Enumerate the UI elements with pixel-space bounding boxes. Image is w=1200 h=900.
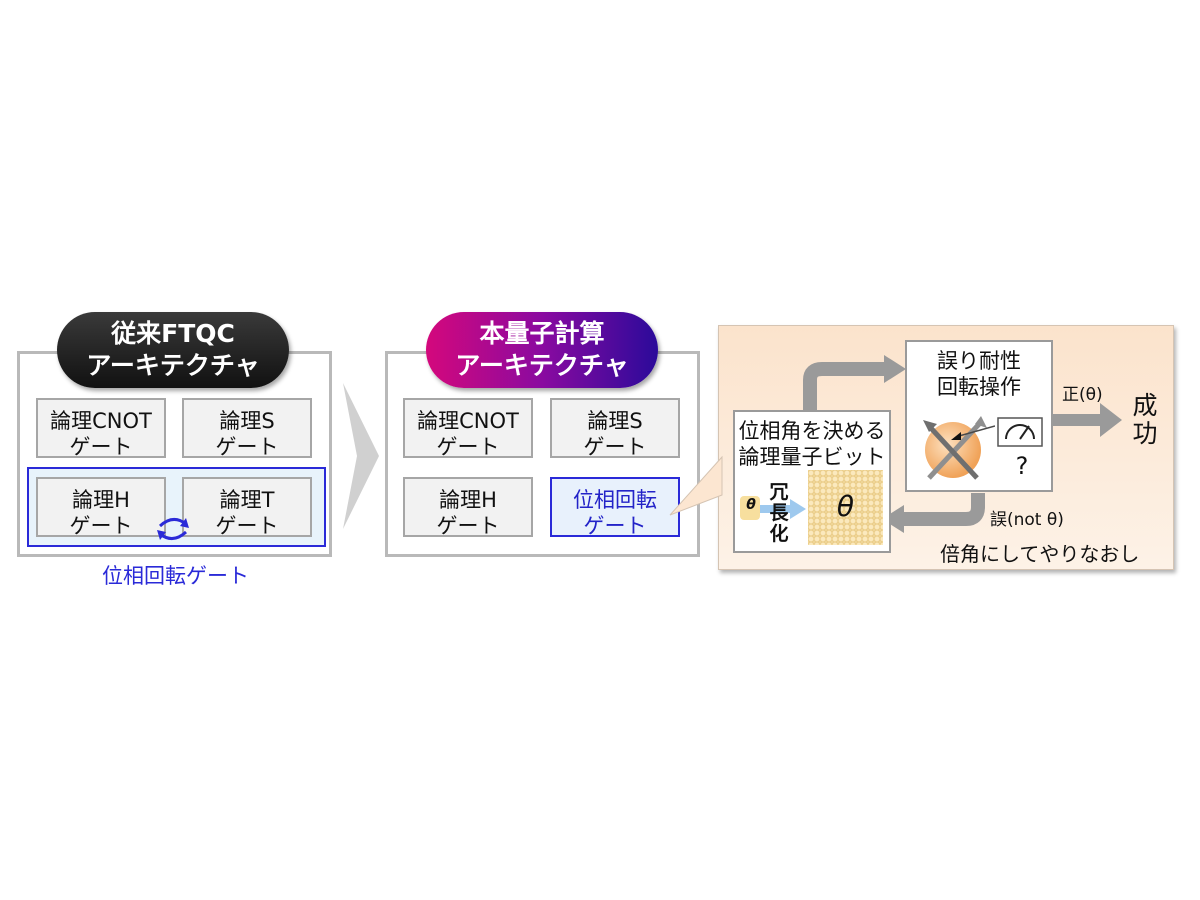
gate-line2: ゲート (215, 514, 279, 538)
proposed-title-line1: 本量子計算 (479, 319, 605, 348)
gate-line1: 位相回転 (573, 488, 657, 512)
chevron-right-arrow-icon (343, 383, 379, 529)
rotation-operation-box (905, 340, 1053, 492)
proposed-title-line2: アーキテクチャ (455, 351, 629, 380)
rotation-operation-title: 誤り耐性 回転操作 (905, 348, 1053, 400)
gate-line1: 論理H (72, 488, 130, 512)
gate-line2: ゲート (69, 435, 133, 459)
conv-gate-t: 論理T ゲート (182, 477, 312, 538)
flow-arrows (803, 355, 1122, 533)
gate-line2: ゲート (215, 435, 279, 459)
phase-qubit-title-line2: 論理量子ビット (738, 445, 886, 469)
conv-gate-s: 論理S ゲート (182, 398, 312, 459)
error-label: 誤(not θ) (990, 510, 1064, 530)
rotation-operation-title-line1: 誤り耐性 (937, 349, 1021, 373)
success-char: 成 (1132, 391, 1158, 420)
conv-gate-cnot: 論理CNOT ゲート (36, 398, 166, 459)
retry-label: 倍角にしてやりなおし (940, 542, 1140, 566)
redundancy-char: 長 (769, 502, 789, 524)
conventional-title-line2: アーキテクチャ (86, 351, 260, 380)
measurement-meter-icon (997, 417, 1043, 447)
conv-gate-h: 論理H ゲート (36, 477, 166, 538)
small-qubit-patch (740, 496, 760, 520)
conventional-title-pill: 従来FTQC アーキテクチャ (57, 312, 289, 388)
success-char: 功 (1132, 419, 1158, 448)
gate-line1: 論理S (587, 409, 643, 433)
gate-line1: 論理S (219, 409, 275, 433)
gate-line1: 論理CNOT (417, 409, 519, 433)
correct-theta-label: 正(θ) (1062, 385, 1103, 405)
qubit-sphere-icon (923, 416, 995, 480)
conventional-title-line1: 従来FTQC (111, 319, 235, 348)
success-label: 成 功 (1127, 392, 1163, 448)
callout-wedge (669, 455, 723, 516)
prop-gate-s: 論理S ゲート (550, 398, 680, 459)
prop-gate-cnot: 論理CNOT ゲート (403, 398, 533, 459)
gate-line2: ゲート (436, 435, 500, 459)
prop-gate-h: 論理H ゲート (403, 477, 533, 538)
redundancy-label: 冗 長 化 (768, 482, 790, 545)
phase-qubit-title-line1: 位相角を決める (738, 419, 886, 443)
redundancy-char: 冗 (769, 481, 789, 503)
phase-qubit-title: 位相角を決める 論理量子ビット (733, 418, 891, 470)
gate-line1: 論理H (439, 488, 497, 512)
phase-rotation-group-label: 位相回転ゲート (102, 564, 249, 588)
prop-gate-phase-rotation: 位相回転 ゲート (550, 477, 680, 538)
redundant-qubit-grid (808, 470, 883, 545)
swap-cycle-icon (157, 518, 189, 540)
gate-line2: ゲート (583, 435, 647, 459)
gate-line2: ゲート (69, 514, 133, 538)
gate-line2: ゲート (436, 514, 500, 538)
big-theta-label: θ (836, 490, 855, 523)
redundancy-arrow-icon (760, 499, 806, 519)
gate-line1: 論理CNOT (50, 409, 152, 433)
result-question-mark: ? (1015, 452, 1029, 480)
proposed-title-pill: 本量子計算 アーキテクチャ (426, 312, 658, 388)
redundancy-char: 化 (769, 523, 789, 545)
gate-line1: 論理T (219, 488, 275, 512)
gate-line2: ゲート (583, 514, 647, 538)
rotation-operation-title-line2: 回転操作 (937, 375, 1021, 399)
small-theta-label: θ (746, 497, 756, 513)
